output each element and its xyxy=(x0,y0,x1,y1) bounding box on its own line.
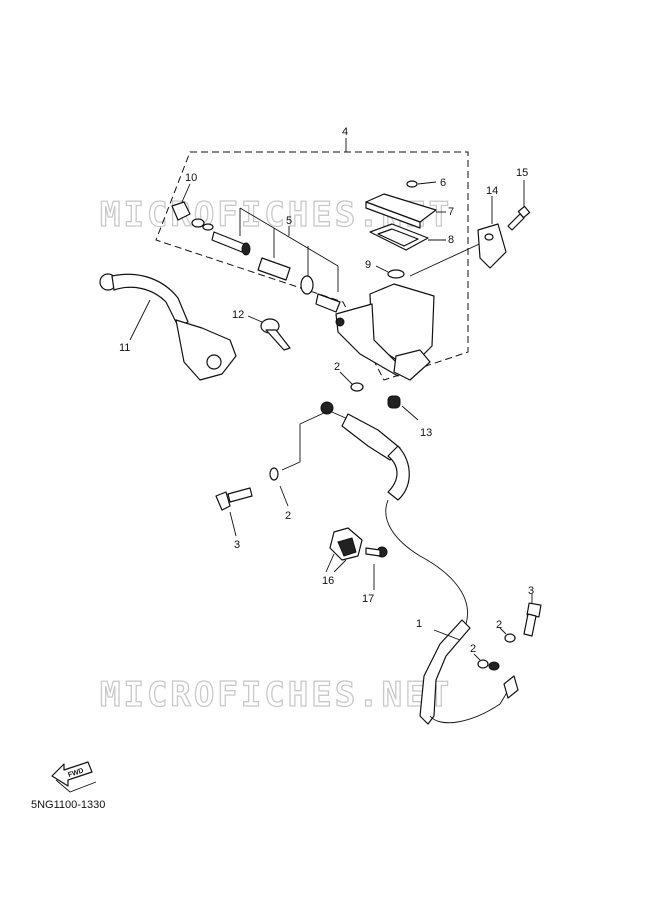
callout-2-left: 2 xyxy=(285,510,291,522)
fwd-arrow-icon: FWD xyxy=(51,761,97,793)
union-bolt-right xyxy=(523,594,542,637)
fwd-label: FWD xyxy=(67,767,84,779)
copper-washer-right-upper xyxy=(499,627,516,643)
callout-13: 13 xyxy=(420,427,432,439)
master-cylinder-body xyxy=(335,239,489,381)
clutch-lever xyxy=(99,273,237,381)
callout-16: 16 xyxy=(322,575,334,587)
diaphragm xyxy=(369,223,446,251)
holder-bolt xyxy=(507,180,531,231)
callout-10: 10 xyxy=(185,172,197,184)
piston-cap xyxy=(171,183,214,231)
diaphragm-plate xyxy=(375,265,405,279)
callout-7: 7 xyxy=(448,206,454,218)
callout-12: 12 xyxy=(232,309,244,321)
callout-2-right-upper: 2 xyxy=(496,619,502,631)
master-cylinder-assembly-boundary xyxy=(155,151,469,381)
copper-washer-left xyxy=(269,467,289,507)
callout-14: 14 xyxy=(486,185,498,197)
callout-6: 6 xyxy=(440,177,446,189)
bleed-cap xyxy=(387,395,419,421)
callout-9: 9 xyxy=(365,259,371,271)
callout-15: 15 xyxy=(516,167,528,179)
callout-3-right: 3 xyxy=(528,585,534,597)
diagram-code: 5NG1100-1330 xyxy=(31,799,106,811)
watermark-bottom: MICROFICHES.NET xyxy=(100,675,452,715)
callout-8: 8 xyxy=(448,234,454,246)
lever-pivot-bolt xyxy=(247,315,291,351)
piston-kit xyxy=(211,207,341,313)
leader-hose-fitting xyxy=(281,411,327,471)
callout-4: 4 xyxy=(342,126,348,138)
callout-11: 11 xyxy=(119,342,130,354)
clamp-holder xyxy=(477,196,507,269)
reservoir-cap xyxy=(365,193,446,229)
callout-3-left: 3 xyxy=(234,539,240,551)
callout-17: 17 xyxy=(362,593,374,605)
callout-1: 1 xyxy=(416,618,422,630)
hose-guide-bolt xyxy=(365,546,388,590)
callout-2-right-lower: 2 xyxy=(470,643,476,655)
union-bolt-left xyxy=(215,487,253,537)
hose-guide xyxy=(325,527,363,573)
reservoir-screw xyxy=(406,180,437,188)
callout-5: 5 xyxy=(286,215,292,227)
clutch-hose xyxy=(320,401,519,725)
copper-washer-upper xyxy=(339,371,364,392)
copper-washer-right-lower xyxy=(473,653,489,669)
callout-2-upper: 2 xyxy=(334,361,340,373)
